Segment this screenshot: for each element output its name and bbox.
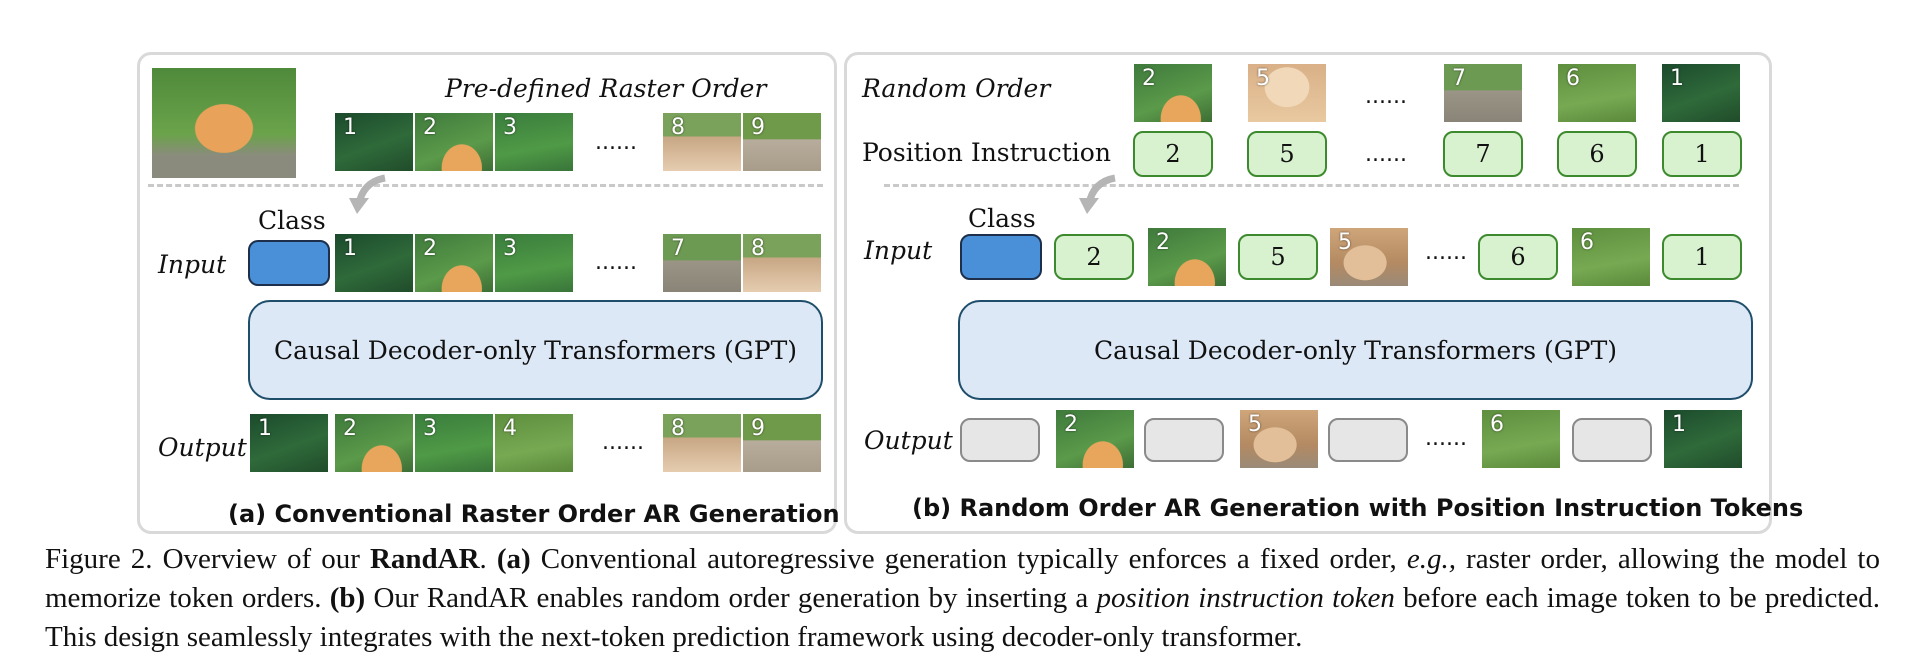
ellipsis: ...... [602,430,644,455]
curved-arrow-icon [1079,174,1116,214]
class-label: Class [258,206,326,235]
input-tile: 5 [1330,228,1408,286]
raster-tile: 3 [495,113,573,171]
kitten-image [152,68,296,178]
input-tile: 8 [743,234,821,292]
output-placeholder [960,418,1040,462]
ellipsis: ...... [1425,426,1467,451]
class-token [248,240,330,286]
panel-b-subtitle: (b) Random Order AR Generation with Posi… [912,494,1804,522]
input-tile: 2 [1148,228,1226,286]
caption-fig: Figure 2. Overview of our [45,543,370,575]
output-tile: 4 [495,414,573,472]
ellipsis: ...... [1365,142,1407,167]
random-tile: 2 [1134,64,1212,122]
raster-tile: 8 [663,113,741,171]
position-token: 5 [1238,234,1318,280]
caption-b-tag: (b) [329,582,366,614]
panel-a-subtitle: (a) Conventional Raster Order AR Generat… [228,500,840,528]
caption-eg: e.g., [1406,543,1456,575]
position-token: 1 [1662,234,1742,280]
ellipsis: ...... [595,250,637,275]
position-token: 7 [1443,131,1523,177]
position-token: 6 [1557,131,1637,177]
caption-name: RandAR [369,543,480,575]
caption-a-text1: Conventional autoregressive generation t… [530,543,1407,575]
output-tile: 6 [1482,410,1560,468]
caption-a-text2: raster order, allowing the model to memo… [45,543,1880,614]
raster-tile: 1 [335,113,413,171]
output-tile: 2 [335,414,413,472]
output-tile: 2 [1056,410,1134,468]
caption-pit: position instruction token [1096,582,1395,614]
transformer-block: Causal Decoder-only Transformers (GPT) [958,300,1753,400]
random-tile: 1 [1662,64,1740,122]
output-label: Output [158,433,247,462]
ellipsis: ...... [595,130,637,155]
raster-tile: 9 [743,113,821,171]
output-tile: 1 [1664,410,1742,468]
output-tile: 9 [743,414,821,472]
raster-tile: 2 [415,113,493,171]
input-tile: 1 [335,234,413,292]
position-instruction-label: Position Instruction [862,138,1111,167]
class-token [960,234,1042,280]
random-order-label: Random Order [862,74,1051,103]
position-token: 1 [1662,131,1742,177]
ellipsis: ...... [1365,84,1407,109]
random-tile: 7 [1444,64,1522,122]
ellipsis: ...... [1425,240,1467,265]
figure-caption: Figure 2. Overview of our RandAR. (a) Co… [45,543,1880,653]
input-tile: 2 [415,234,493,292]
separator [148,184,823,187]
input-tile: 6 [1572,228,1650,286]
output-label: Output [864,426,953,455]
output-tile: 8 [663,414,741,472]
caption-a-tag: (a) [496,543,531,575]
caption-b-text2: before each image token to be predicted.… [45,582,1880,653]
output-placeholder [1144,418,1224,462]
position-token: 6 [1478,234,1558,280]
caption-b-text1: Our RandAR enables random order generati… [365,582,1097,614]
input-tile: 3 [495,234,573,292]
position-token: 2 [1054,234,1134,280]
output-placeholder [1572,418,1652,462]
class-label: Class [968,204,1036,233]
separator [884,184,1739,187]
position-token: 5 [1247,131,1327,177]
position-token: 2 [1133,131,1213,177]
random-tile: 6 [1558,64,1636,122]
curved-arrow-icon [349,174,386,214]
output-placeholder [1328,418,1408,462]
input-label: Input [158,250,227,279]
output-tile: 5 [1240,410,1318,468]
input-label: Input [864,236,933,265]
output-tile: 3 [415,414,493,472]
output-tile: 1 [250,414,328,472]
random-tile: 5 [1248,64,1326,122]
input-tile: 7 [663,234,741,292]
transformer-block: Causal Decoder-only Transformers (GPT) [248,300,823,400]
raster-order-label: Pre-defined Raster Order [445,74,767,103]
